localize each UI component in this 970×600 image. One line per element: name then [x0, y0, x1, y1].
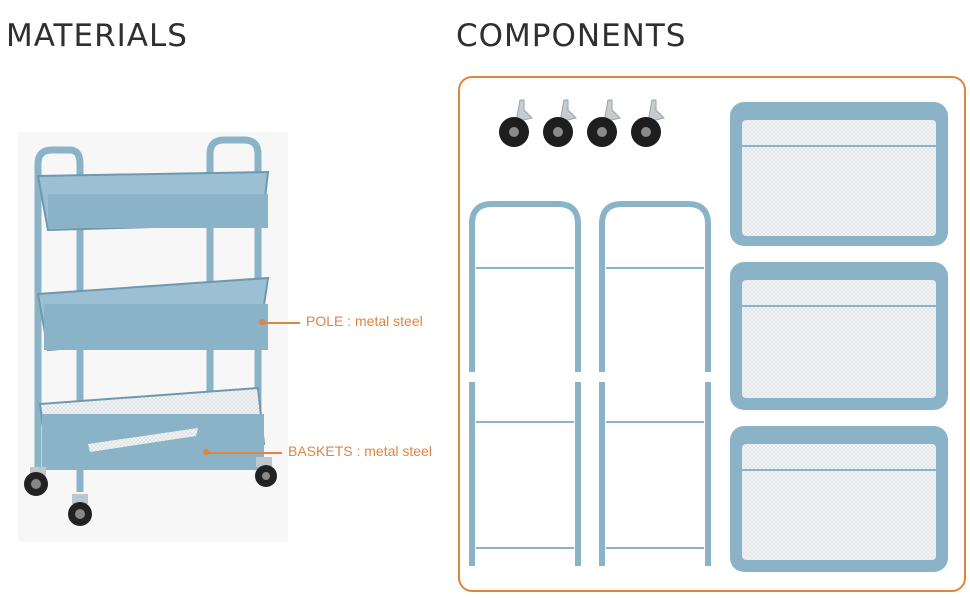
pole-callout-line	[262, 322, 300, 324]
wheels-set	[499, 99, 665, 147]
components-heading: COMPONENTS	[456, 18, 687, 54]
right-pole	[206, 136, 262, 462]
front-left-wheel	[24, 467, 48, 496]
pole-callout-label: POLE : metal steel	[306, 313, 423, 329]
materials-heading: MATERIALS	[6, 18, 188, 54]
rear-left-wheel	[68, 494, 92, 526]
wheel-3	[587, 99, 621, 147]
basket-1	[730, 102, 948, 246]
front-right-wheel	[255, 457, 277, 487]
wheel-1	[499, 99, 533, 147]
frame-right	[599, 201, 711, 566]
wheel-2	[543, 99, 577, 147]
basket-3	[730, 426, 948, 572]
baskets-set	[730, 102, 948, 572]
baskets-callout-line	[206, 452, 282, 454]
wheel-4	[631, 99, 665, 147]
top-basket	[36, 170, 270, 232]
left-pole	[34, 146, 84, 492]
frame-left	[469, 201, 581, 566]
cart-illustration	[18, 132, 288, 542]
frames-set	[469, 201, 711, 566]
basket-2	[730, 262, 948, 410]
components-frame	[458, 76, 966, 592]
baskets-callout-label: BASKETS : metal steel	[288, 443, 432, 459]
middle-basket	[36, 276, 270, 352]
bottom-basket	[38, 386, 266, 470]
